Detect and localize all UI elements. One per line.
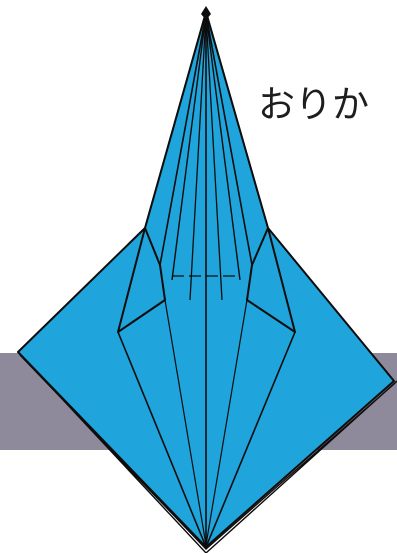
caption-text: おりか	[258, 86, 369, 123]
crane-tip	[201, 6, 211, 20]
